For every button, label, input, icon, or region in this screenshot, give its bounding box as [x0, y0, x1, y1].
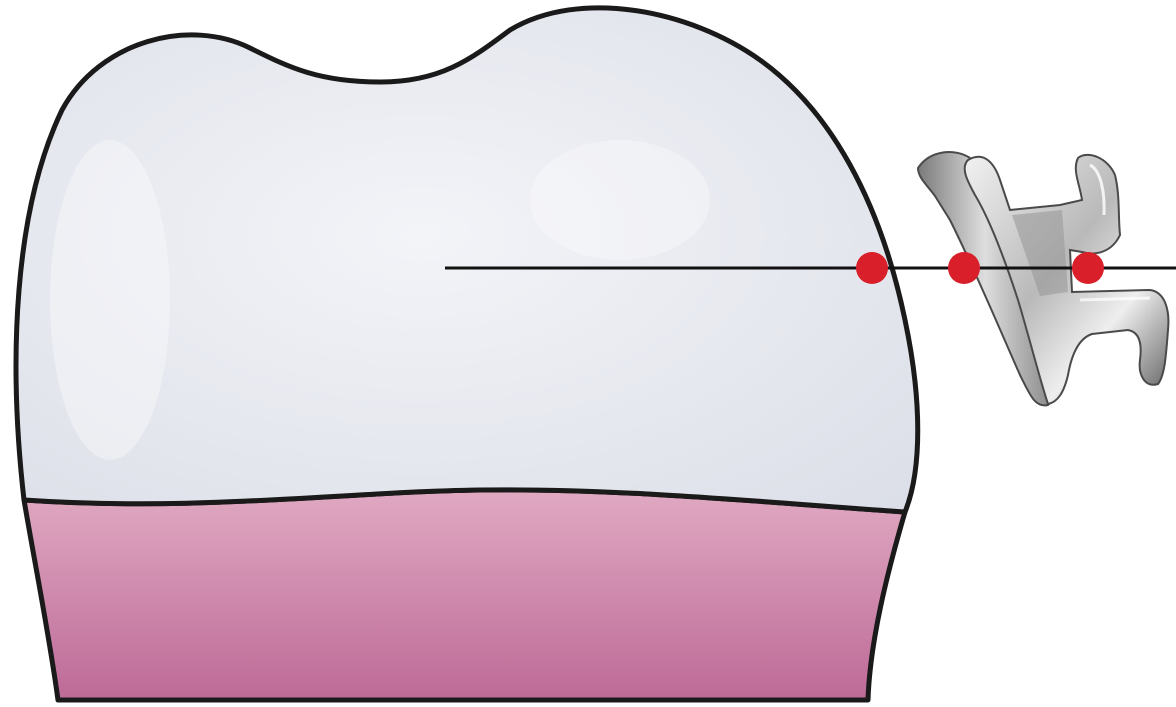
crown-highlight — [530, 140, 710, 260]
gingiva — [24, 490, 905, 700]
contact-marker — [1072, 252, 1104, 284]
bracket-wing-highlight — [1080, 298, 1150, 300]
contact-marker — [948, 252, 980, 284]
contact-marker — [856, 252, 888, 284]
crown-highlight — [50, 140, 170, 460]
